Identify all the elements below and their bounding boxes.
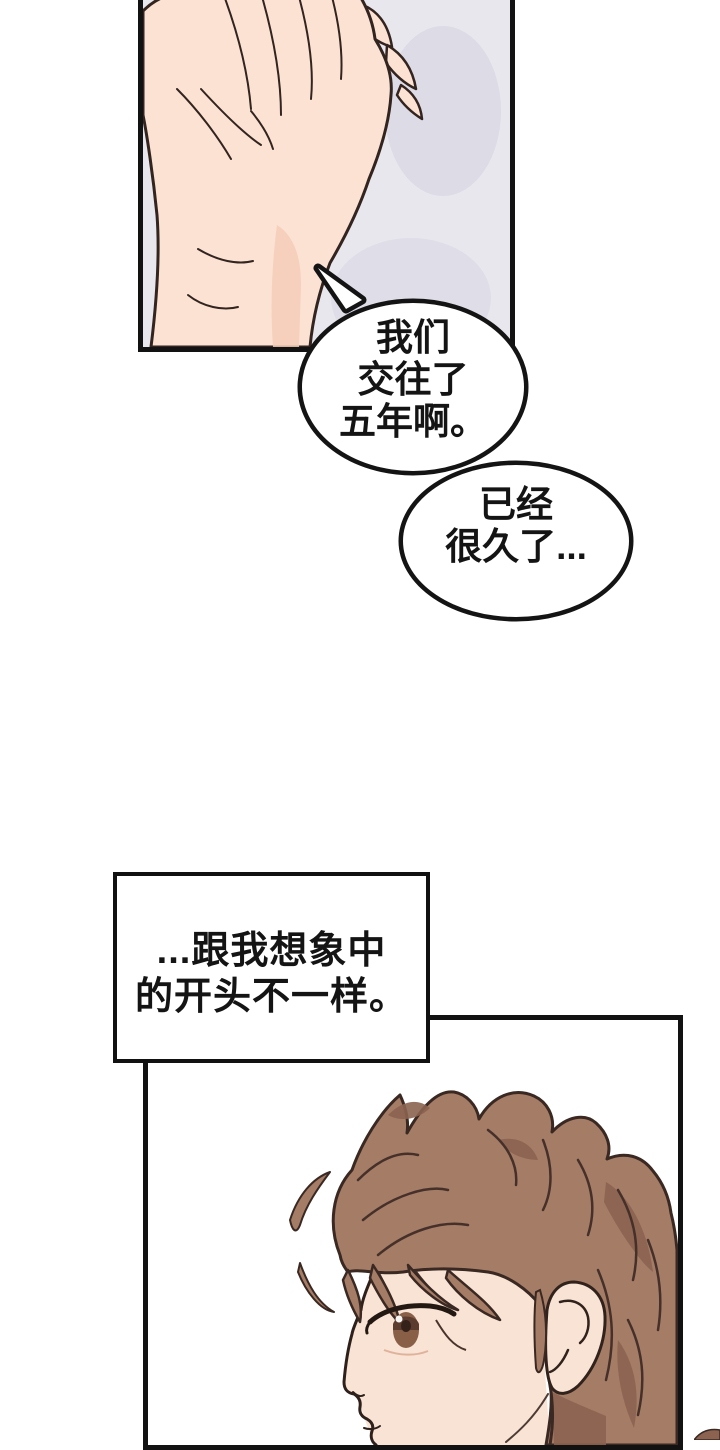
panel-bottom-portrait xyxy=(143,1015,683,1450)
speech-bubble-2: 已经 很久了... xyxy=(396,484,636,568)
wall-shadow xyxy=(385,26,501,196)
bubble-1-line: 交往了 xyxy=(357,359,469,400)
bubble-1-line: 五年啊。 xyxy=(339,401,487,442)
upper-lash xyxy=(367,1303,457,1325)
profile-illustration xyxy=(148,1020,678,1445)
hair-shading xyxy=(388,1101,653,1445)
skin-shading xyxy=(271,225,301,347)
narration-box: ...跟我想象中 的开头不一样。 xyxy=(113,872,430,1063)
hair-wisp-overflow xyxy=(694,1428,720,1440)
bubble-2-line: 很久了... xyxy=(445,526,587,567)
loose-strands xyxy=(289,1171,335,1313)
sideburn xyxy=(533,1288,548,1374)
face-skin xyxy=(344,1268,550,1445)
bubble-2-line: 已经 xyxy=(479,484,553,525)
narration-line: ...跟我想象中 xyxy=(156,930,387,972)
speech-bubble-1: 我们 交往了 五年啊。 xyxy=(303,317,523,443)
ear xyxy=(544,1280,607,1395)
under-eye-line xyxy=(383,1349,429,1356)
cheek-strand xyxy=(435,1319,467,1351)
panel-top-hands xyxy=(138,0,515,352)
nose-mouth-lines xyxy=(352,1391,381,1431)
bubble-1-line: 我们 xyxy=(376,317,450,358)
narration-line: 的开头不一样。 xyxy=(134,976,408,1018)
front-hand xyxy=(143,0,393,347)
eye xyxy=(365,1303,467,1356)
hands-illustration xyxy=(143,0,510,347)
hand-detail-lines xyxy=(176,0,343,310)
